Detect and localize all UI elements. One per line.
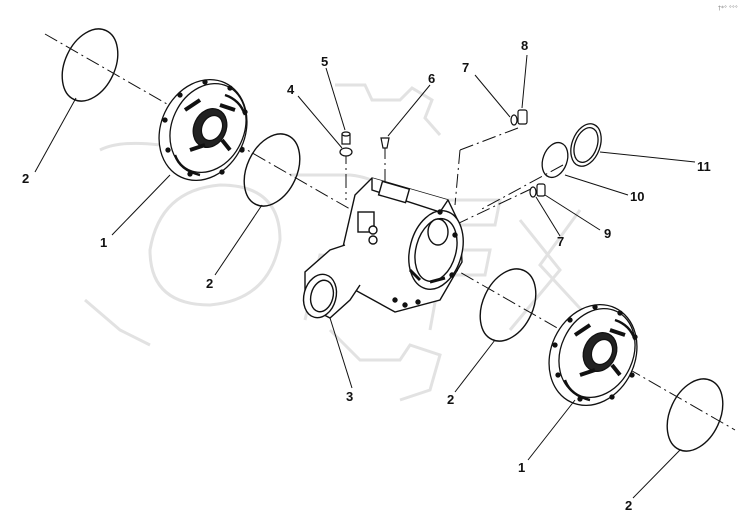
callout-7-upper: 7: [462, 60, 469, 75]
callout-6: 6: [428, 71, 435, 86]
callout-2-top-left: 2: [22, 171, 29, 186]
plug-axis-line: [459, 127, 519, 151]
callout-2-bottom-right: 2: [625, 498, 632, 513]
callout-9: 9: [604, 226, 611, 241]
callout-11: 11: [697, 159, 711, 174]
callout-10: 10: [630, 189, 644, 204]
fitting-6: [380, 137, 390, 149]
callout-3-housing: 3: [346, 389, 353, 404]
callout-2-left: 2: [206, 276, 213, 291]
o-ring-2-left: [243, 133, 301, 207]
callout-1-right-cover: 1: [518, 460, 525, 475]
callout-5: 5: [321, 54, 328, 69]
cover-flange-left: [158, 78, 248, 182]
callout-4: 4: [287, 82, 295, 97]
plug-axis-drop: [454, 149, 461, 206]
plug-9-washer-7: [529, 183, 546, 198]
o-ring-2-top-left: [61, 28, 119, 102]
callout-8: 8: [521, 38, 528, 53]
callout-labels: 2 1 2 5 4 6 7 8 11 10 9 7 3 2 1 2: [22, 38, 711, 513]
snap-ring-11: [570, 123, 602, 167]
callout-7-lower: 7: [557, 234, 564, 249]
corner-code: †*° °°°: [718, 5, 738, 12]
callout-2-right: 2: [447, 392, 454, 407]
leader-lines: [34, 54, 696, 499]
axle-housing-3: [302, 177, 464, 319]
callout-1-left-cover: 1: [100, 235, 107, 250]
snap-ring-10: [541, 141, 569, 179]
plug-8-washer-7: [510, 109, 528, 126]
ring-axis-line: [479, 164, 564, 211]
o-ring-2-right: [479, 268, 537, 342]
vent-plug-4-5: [339, 131, 353, 157]
o-ring-2-bottom-right: [666, 378, 724, 452]
cover-flange-right: [548, 303, 638, 407]
